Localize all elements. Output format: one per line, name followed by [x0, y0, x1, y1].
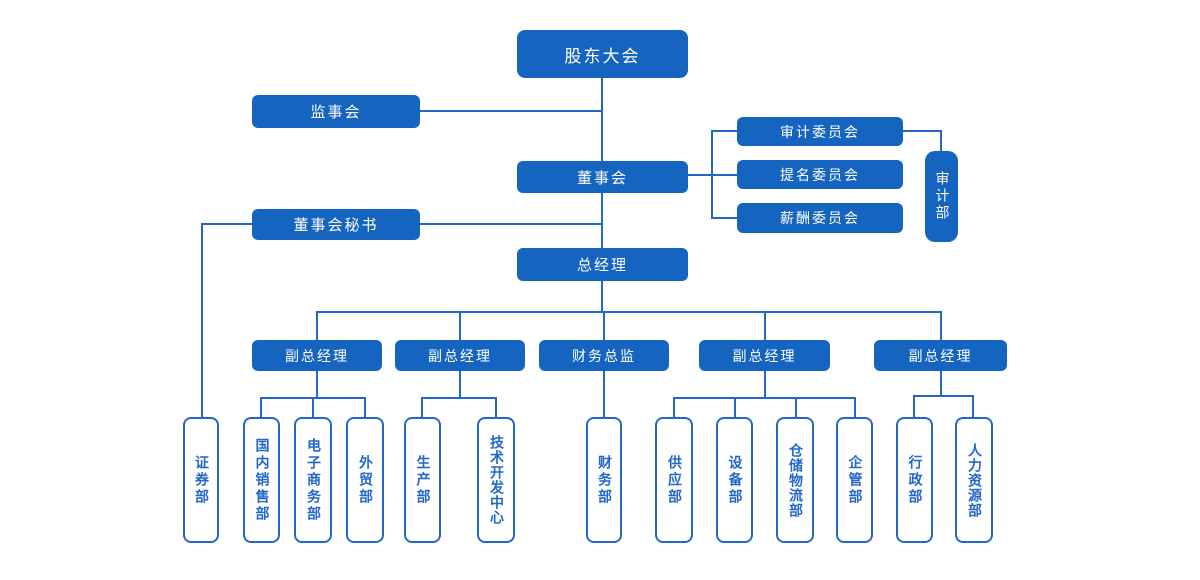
org-node-admin: 行政部: [896, 417, 933, 543]
connector-drop-vgm3: [764, 311, 766, 341]
org-node-nomination-committee: 提名委员会: [737, 160, 903, 189]
org-node-general-manager: 总经理: [517, 248, 688, 281]
org-node-hr: 人力资源部: [955, 417, 993, 543]
connector-vgm4-down: [940, 371, 942, 396]
connector-secretary-spine: [420, 223, 602, 225]
connector-vgm2-down: [459, 371, 461, 398]
org-node-vgm3: 副总经理: [699, 340, 830, 371]
connector-drop-admin: [913, 395, 915, 418]
org-node-vgm2: 副总经理: [395, 340, 525, 371]
org-node-audit-committee: 审计委员会: [737, 117, 903, 146]
connector-vgm4-rail: [913, 395, 974, 397]
connector-drop-production: [421, 397, 423, 418]
connector-drop-finance: [603, 371, 605, 418]
org-node-board: 董事会: [517, 161, 688, 193]
org-node-vgm1: 副总经理: [252, 340, 382, 371]
connector-secretary-securities: [201, 223, 203, 418]
org-node-vgm4: 副总经理: [874, 340, 1007, 371]
org-node-audit-dept: 审计部: [925, 151, 958, 242]
connector-managers-rail: [316, 311, 942, 313]
connector-drop-cfo: [603, 311, 605, 341]
connector-vgm3-rail: [673, 397, 856, 399]
org-node-warehouse-logistics: 仓储物流部: [776, 417, 814, 543]
connector-shareholders-board: [601, 78, 603, 163]
org-node-enterprise-mgmt: 企管部: [836, 417, 873, 543]
connector-drop-domestic-sales: [260, 397, 262, 418]
connector-drop-vgm2: [459, 311, 461, 341]
org-node-board-secretary: 董事会秘书: [252, 209, 420, 240]
connector-stub-audit-committee: [711, 130, 738, 132]
connector-board-committees: [688, 174, 738, 176]
connector-auditcommittee-auditdept-h: [903, 130, 942, 132]
connector-drop-ecommerce: [312, 397, 314, 418]
connector-committees-rail: [711, 130, 713, 219]
connector-secretary-left: [202, 223, 252, 225]
connector-vgm1-down: [316, 371, 318, 398]
org-node-cfo: 财务总监: [539, 340, 669, 371]
org-node-securities: 证券部: [183, 417, 219, 543]
org-node-ecommerce: 电子商务部: [294, 417, 332, 543]
connector-auditcommittee-auditdept-v: [940, 130, 942, 153]
connector-board-gm: [601, 193, 603, 249]
connector-drop-tech-center: [495, 397, 497, 418]
org-node-equipment: 设备部: [716, 417, 753, 543]
connector-vgm2-rail: [421, 397, 497, 399]
org-node-domestic-sales: 国内销售部: [243, 417, 280, 543]
connector-drop-vgm1: [316, 311, 318, 341]
org-node-tech-center: 技术开发中心: [477, 417, 515, 543]
connector-drop-enterprise: [854, 397, 856, 418]
connector-drop-foreign-trade: [364, 397, 366, 418]
org-node-supply: 供应部: [655, 417, 693, 543]
connector-supervisory-spine: [420, 110, 602, 112]
org-node-foreign-trade: 外贸部: [346, 417, 384, 543]
connector-drop-equipment: [734, 397, 736, 418]
connector-vgm3-down: [764, 371, 766, 398]
org-node-finance: 财务部: [586, 417, 622, 543]
connector-drop-warehouse: [795, 397, 797, 418]
connector-gm-down: [601, 281, 603, 312]
connector-drop-vgm4: [940, 311, 942, 341]
connector-stub-compensation-committee: [711, 217, 738, 219]
connector-drop-supply: [673, 397, 675, 418]
org-node-shareholders: 股东大会: [517, 30, 688, 78]
org-node-supervisory-board: 监事会: [252, 95, 420, 128]
org-node-production: 生产部: [404, 417, 441, 543]
org-node-compensation-committee: 薪酬委员会: [737, 203, 903, 233]
connector-drop-hr: [972, 395, 974, 418]
